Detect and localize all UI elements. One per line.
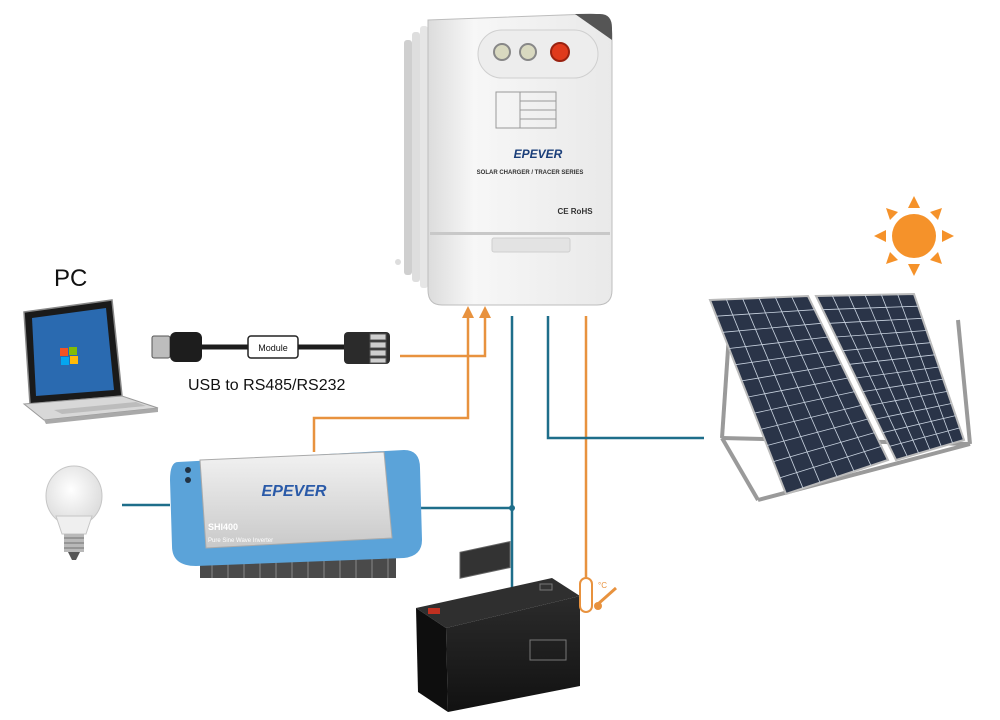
usb-plug-icon bbox=[151, 335, 171, 359]
panel-grid-line bbox=[849, 354, 935, 365]
led-charge bbox=[493, 43, 511, 61]
module-label: Module bbox=[258, 343, 288, 353]
charge-controller: EPEVER SOLAR CHARGER / TRACER SERIES CE … bbox=[395, 13, 613, 306]
panel-grid-line bbox=[766, 418, 869, 446]
temperature-sensor-icon: °C bbox=[579, 577, 617, 613]
panel-grid-line bbox=[855, 366, 940, 379]
comm-wire-pc bbox=[400, 316, 487, 358]
panel-grid-line bbox=[760, 404, 862, 430]
usb-cable: Module USB to RS485/RS232 bbox=[151, 332, 390, 394]
panel-grid-line bbox=[728, 336, 829, 349]
comm-arrow-inverter bbox=[462, 306, 474, 318]
temp-unit-label: °C bbox=[598, 581, 607, 590]
panel-grid-line bbox=[747, 377, 849, 398]
inverter: EPEVER SHI400 Pure Sine Wave Inverter bbox=[170, 450, 422, 578]
controller-series: SOLAR CHARGER / TRACER SERIES bbox=[477, 170, 584, 176]
battery bbox=[416, 540, 580, 712]
panel-grid-line bbox=[779, 445, 882, 479]
panel-grid-line bbox=[754, 391, 855, 414]
panel-grid-line bbox=[829, 317, 923, 324]
panel-grid-line bbox=[722, 322, 822, 333]
led-battery bbox=[519, 43, 537, 61]
setting-button bbox=[550, 42, 570, 62]
inverter-brand: EPEVER bbox=[262, 483, 327, 500]
comm-wire-inverter bbox=[312, 316, 470, 452]
controller-cert: CE RoHS bbox=[557, 207, 593, 216]
panel-grid-line bbox=[889, 427, 960, 447]
panel-grid-line bbox=[882, 415, 956, 434]
sun-icon bbox=[874, 196, 954, 276]
light-bulb-icon bbox=[45, 465, 103, 560]
wiring bbox=[122, 306, 704, 590]
controller-brand: EPEVER bbox=[514, 147, 563, 161]
laptop: PC bbox=[22, 265, 159, 424]
panel-grid-line bbox=[835, 330, 927, 338]
comm-arrow-pc bbox=[479, 306, 491, 318]
panel-grid-line bbox=[741, 363, 842, 382]
inverter-model: SHI400 bbox=[208, 522, 238, 532]
panel-grid-line bbox=[875, 403, 952, 420]
pc-label: PC bbox=[54, 265, 87, 292]
panel-grid-line bbox=[735, 350, 835, 366]
panel-grid-line bbox=[822, 305, 919, 311]
solar-panels bbox=[708, 292, 972, 502]
pv-wire bbox=[546, 316, 704, 440]
panel-grid-line bbox=[862, 378, 944, 393]
panel-grid-line bbox=[716, 309, 815, 317]
inverter-desc: Pure Sine Wave Inverter bbox=[208, 538, 273, 544]
panel-grid-line bbox=[842, 342, 931, 352]
panel-grid-line bbox=[869, 390, 948, 406]
panel-grid-line bbox=[773, 432, 875, 463]
status-table bbox=[495, 91, 557, 129]
usb-label: USB to RS485/RS232 bbox=[188, 377, 346, 394]
junction-dot bbox=[509, 505, 515, 511]
